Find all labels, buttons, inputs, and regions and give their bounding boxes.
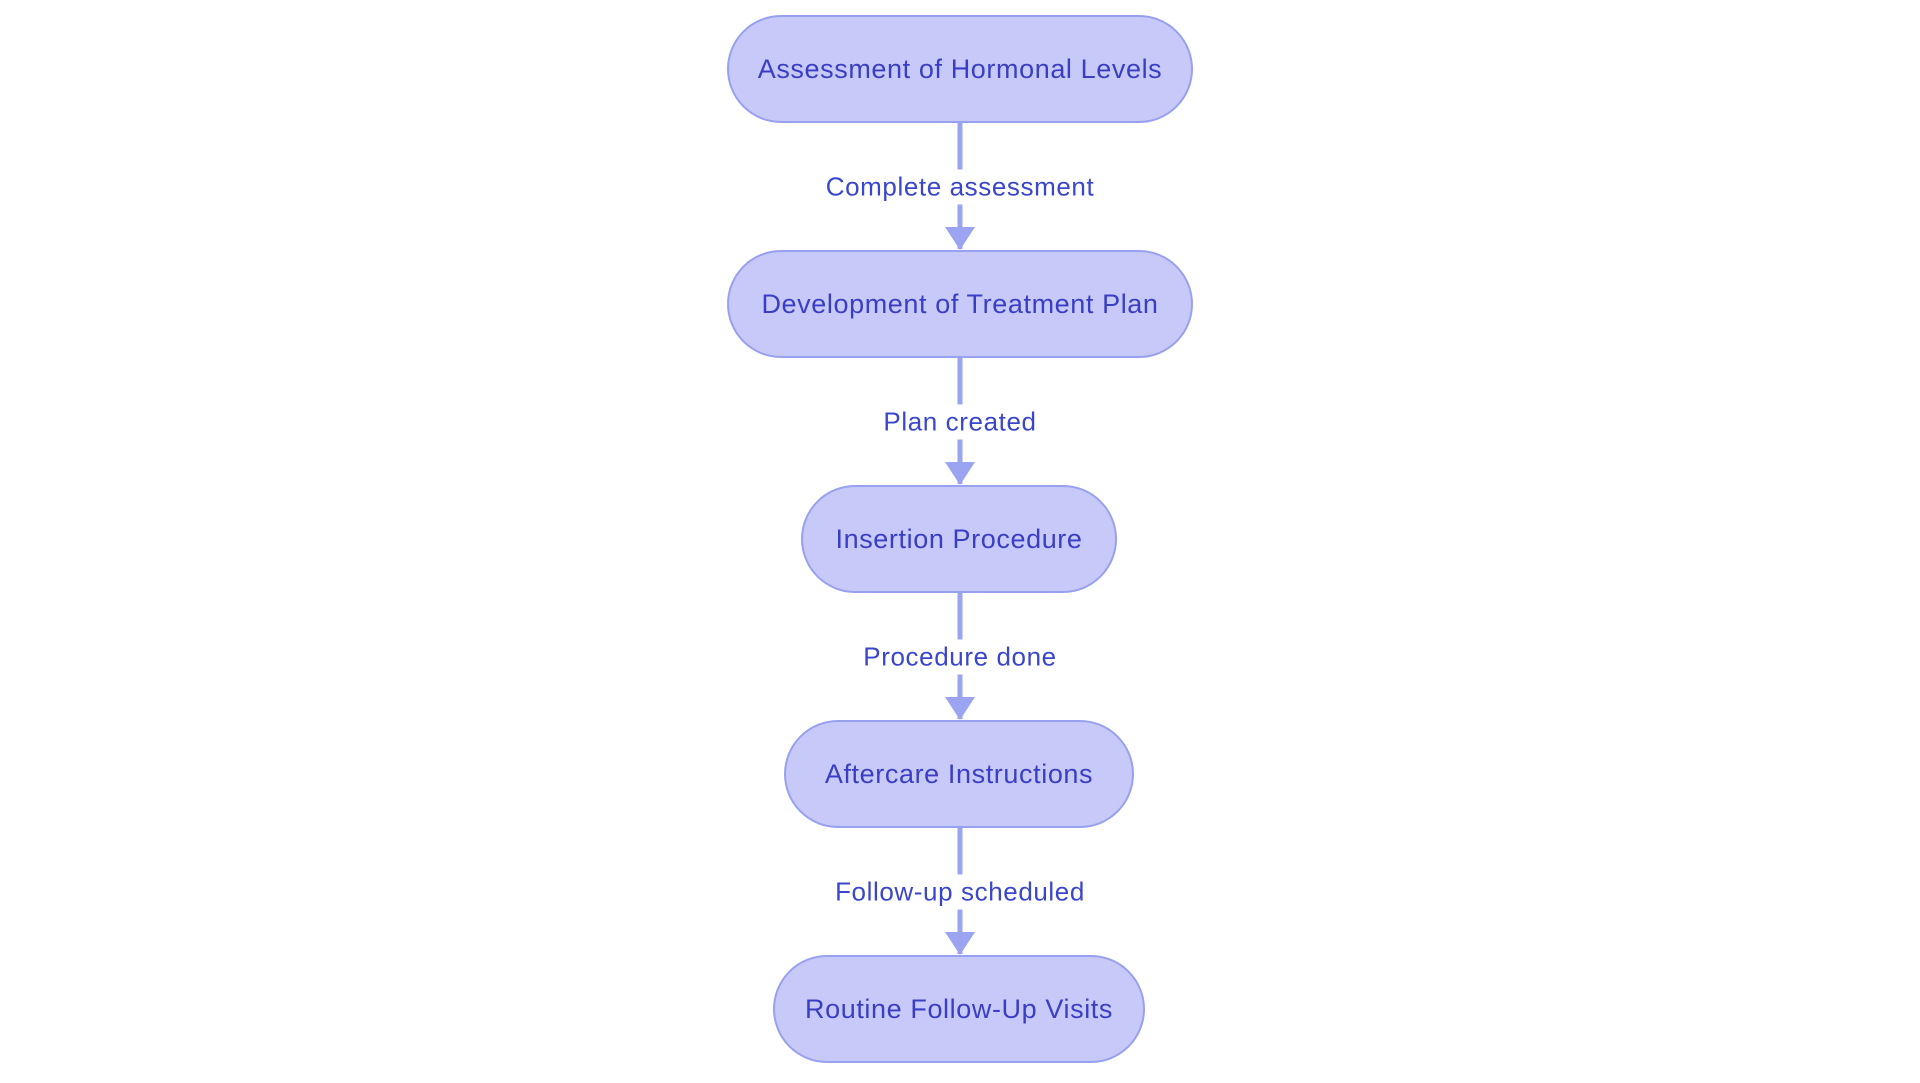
arrowhead-down-icon xyxy=(945,932,975,955)
edge-label: Plan created xyxy=(871,404,1049,439)
node-development-of-treatment-plan: Development of Treatment Plan xyxy=(727,250,1193,358)
node-label: Assessment of Hormonal Levels xyxy=(757,53,1163,84)
node-label: Routine Follow-Up Visits xyxy=(804,993,1113,1024)
node-aftercare-instructions: Aftercare Instructions xyxy=(784,720,1134,828)
edge-label: Procedure done xyxy=(851,639,1069,674)
edge-label: Follow-up scheduled xyxy=(823,874,1097,909)
arrowhead-down-icon xyxy=(945,462,975,485)
node-routine-follow-up-visits: Routine Follow-Up Visits xyxy=(773,955,1145,1063)
edge-treatment-plan-to-insertion: Plan created xyxy=(760,358,1160,485)
node-label: Development of Treatment Plan xyxy=(761,288,1159,319)
node-assessment-of-hormonal-levels: Assessment of Hormonal Levels xyxy=(727,15,1193,123)
node-insertion-procedure: Insertion Procedure xyxy=(801,485,1117,593)
edge-aftercare-to-followup: Follow-up scheduled xyxy=(760,828,1160,955)
node-label: Aftercare Instructions xyxy=(824,758,1094,789)
edge-label: Complete assessment xyxy=(813,169,1107,204)
node-label: Insertion Procedure xyxy=(835,523,1083,554)
edge-assessment-to-treatment-plan: Complete assessment xyxy=(760,123,1160,250)
arrowhead-down-icon xyxy=(945,227,975,250)
edge-insertion-to-aftercare: Procedure done xyxy=(760,593,1160,720)
arrowhead-down-icon xyxy=(945,697,975,720)
